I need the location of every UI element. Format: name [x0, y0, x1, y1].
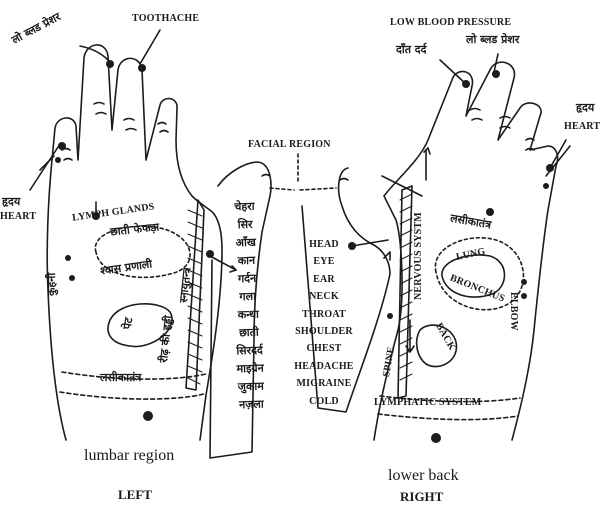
snayu-tantra-label: स्नायुतन्त्र [177, 266, 194, 304]
english-item: EAR [313, 273, 335, 285]
right-thumb-outline [301, 167, 391, 413]
english-symptom-list: HEAD EYE EAR NECK THROAT SHOULDER CHEST … [282, 236, 366, 410]
pet-label: पेट [120, 316, 136, 331]
hindi-item: चेहरा [234, 199, 255, 214]
english-item: HEAD [309, 239, 339, 250]
english-item: EYE [313, 256, 335, 268]
right-label: RIGHT [400, 489, 444, 504]
hindi-item: माइग्रेन [236, 361, 264, 376]
english-item: SHOULDER [295, 326, 353, 338]
english-item: NECK [309, 291, 339, 303]
hindi-item: सिर [237, 217, 253, 232]
heart-left-label: HEART [0, 211, 37, 222]
low-blood-pressure-label: LOW BLOOD PRESSURE [390, 17, 512, 28]
left-label: LEFT [118, 487, 152, 502]
english-item: COLD [309, 395, 339, 407]
toothache-label: TOOTHACHE [132, 13, 200, 24]
left-lymph-oval [94, 225, 191, 279]
hindi-item: जुकाम [237, 379, 265, 394]
english-item: CHEST [306, 343, 342, 355]
hindi-item: नज़ला [238, 397, 264, 412]
heart-hindi-right-label: हृदय [576, 101, 595, 114]
hindi-item: गला [239, 289, 257, 304]
nervous-system-label: NERVOUS SYSTM [413, 212, 424, 300]
reflex-points [55, 60, 554, 443]
right-hand-outline [373, 61, 559, 441]
hindi-symptom-list: चेहरा सिर आँख कान गर्दन गला कन्धा छाती स… [214, 197, 282, 415]
english-item: HEADACHE [294, 360, 354, 372]
lower-back-label: lower back [388, 467, 459, 484]
hindi-item: कन्धा [237, 307, 260, 322]
low-bp-hindi-right-label: लो ब्लड प्रेशर [466, 33, 520, 46]
right-lung-oval [434, 236, 525, 311]
elbow-label: ELBOW [508, 292, 519, 331]
lasika-left-label: लसीकातंत्र [100, 371, 142, 384]
kohni-label: कुहनी [45, 272, 58, 296]
hindi-item: आँख [235, 235, 257, 250]
hindi-item: गर्दन [237, 271, 257, 286]
hindi-item: छाती [238, 325, 259, 340]
heart-right-label: HEART [564, 121, 601, 132]
left-thumb-outline [209, 161, 272, 459]
english-item: MIGRAINE [296, 378, 352, 390]
lymphatic-system-label: LYMPHATIC SYSTEM [374, 397, 482, 408]
dant-dard-label: दाँत दर्द [396, 43, 427, 56]
left-hand-outline [46, 44, 223, 441]
facial-region-label: FACIAL REGION [248, 139, 331, 150]
heart-hindi-left-label: हृदय [2, 195, 21, 208]
lumbar-region-label: lumbar region [84, 447, 175, 464]
hindi-item: सिरदर्द [236, 343, 264, 358]
hindi-item: कान [237, 253, 256, 268]
english-item: THROAT [302, 308, 346, 320]
